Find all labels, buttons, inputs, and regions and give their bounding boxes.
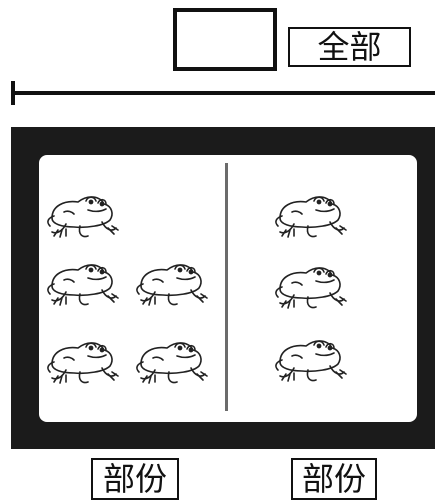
part-label-left: 部份 bbox=[91, 458, 179, 500]
answer-box[interactable] bbox=[173, 8, 277, 71]
groups-panel bbox=[39, 155, 417, 422]
frog-icon bbox=[47, 342, 119, 384]
frog-icon bbox=[275, 267, 347, 309]
frog-icon bbox=[275, 196, 347, 238]
whole-bracket bbox=[11, 81, 435, 105]
whole-label: 全部 bbox=[288, 27, 411, 67]
frog-icon bbox=[136, 342, 208, 384]
frog-icon bbox=[136, 264, 208, 306]
frog-icon bbox=[275, 340, 347, 382]
groups-frame bbox=[11, 127, 435, 449]
part-label-right: 部份 bbox=[291, 458, 377, 500]
group-divider bbox=[225, 163, 228, 411]
frog-icon bbox=[47, 196, 119, 238]
frog-icon bbox=[47, 264, 119, 306]
